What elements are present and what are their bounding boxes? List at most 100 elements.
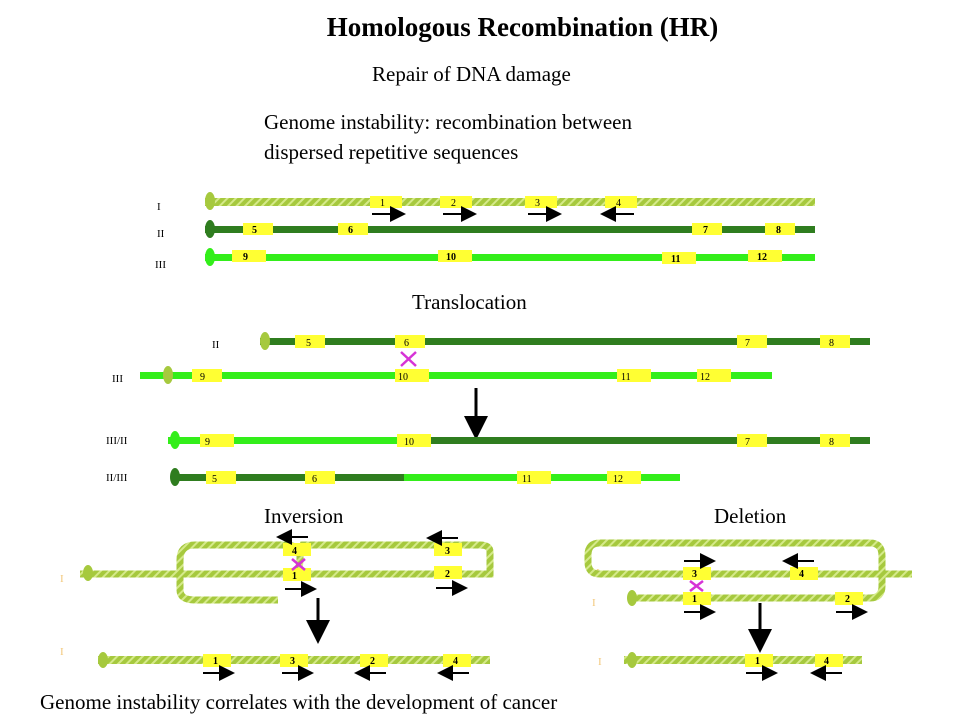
inv-seg-4 xyxy=(283,543,311,556)
segment-III-12-label: 12 xyxy=(757,252,767,263)
inv-result-seg-2-label: 2 xyxy=(370,656,375,667)
recomb-seg-11-label: 11 xyxy=(522,474,532,485)
diagram-title: Homologous Recombination (HR) xyxy=(326,12,719,42)
segment-I-1-label: 1 xyxy=(380,198,385,209)
segment-III-9-label: 9 xyxy=(243,252,248,263)
chr-label-II: II xyxy=(157,228,165,240)
segment-II-8 xyxy=(765,223,795,235)
segment-III-9 xyxy=(232,250,266,262)
recombinant-II-part xyxy=(172,474,404,481)
crossover-mark xyxy=(689,580,704,592)
trans-label-III: III xyxy=(112,373,123,385)
trans-seg-8-label: 8 xyxy=(829,338,834,349)
inv-result-seg-1 xyxy=(203,654,231,667)
inversion-loop-left xyxy=(80,541,304,604)
centromere-II xyxy=(205,220,215,238)
inv-seg-2 xyxy=(434,566,462,579)
recomb-seg-7-label: 7 xyxy=(745,437,750,448)
del-seg-3 xyxy=(683,567,711,580)
inversion-heading: Inversion xyxy=(264,504,344,528)
translocation-panel: II 5 6 7 8 III 9 10 11 12 III/II 9 10 7 xyxy=(106,332,870,486)
chr-label-I: I xyxy=(157,201,161,213)
deleted-chromosome xyxy=(624,656,862,664)
translocation-heading: Translocation xyxy=(412,290,527,314)
deletion-panel: I 3 4 1 2 I I 1 4 xyxy=(584,539,912,681)
inv-result-seg-3 xyxy=(280,654,308,667)
trans-seg-8 xyxy=(820,335,850,348)
segment-II-7-label: 7 xyxy=(703,225,708,236)
trans-seg-6-label: 6 xyxy=(404,338,409,349)
del-seg-2 xyxy=(835,592,863,605)
recomb-seg-12-label: 12 xyxy=(613,474,623,485)
inv-seg-1 xyxy=(283,568,311,581)
recomb-seg-10-label: 10 xyxy=(404,437,414,448)
trans-seg-10-label: 10 xyxy=(398,372,408,383)
inv-seg-3-label: 3 xyxy=(445,546,450,557)
recomb-seg-6 xyxy=(305,471,335,484)
centromere xyxy=(163,366,173,384)
del-seg-1 xyxy=(683,592,711,605)
deletion-heading: Deletion xyxy=(714,504,787,528)
inv-result-seg-4 xyxy=(443,654,471,667)
diagram-subtitle: Repair of DNA damage xyxy=(372,62,571,86)
segment-I-3 xyxy=(525,196,557,208)
crossover-mark xyxy=(400,351,417,367)
del-seg-3-label: 3 xyxy=(692,569,697,580)
segment-II-5-label: 5 xyxy=(252,225,257,236)
recombinant-II-part xyxy=(410,437,870,444)
chr-label-III: III xyxy=(155,259,166,271)
del-result-seg-1 xyxy=(745,654,773,667)
segment-II-7 xyxy=(692,223,722,235)
segment-I-4 xyxy=(605,196,637,208)
chromosome-II xyxy=(205,226,815,233)
segment-III-12 xyxy=(748,250,782,262)
centromere xyxy=(170,468,180,486)
trans-seg-10 xyxy=(395,369,429,382)
inv-seg-2-label: 2 xyxy=(445,569,450,580)
centromere xyxy=(260,332,270,350)
recomb-seg-12 xyxy=(607,471,641,484)
trans-seg-11 xyxy=(617,369,651,382)
inversion-loop-right xyxy=(285,541,494,578)
inv-result-seg-1-label: 1 xyxy=(213,656,218,667)
centromere xyxy=(98,652,108,668)
trans-seg-7-label: 7 xyxy=(745,338,750,349)
segment-II-6 xyxy=(338,223,368,235)
segment-I-2-label: 2 xyxy=(451,198,456,209)
centromere xyxy=(627,652,637,668)
trans-seg-12-label: 12 xyxy=(700,372,710,383)
intro-line-2: dispersed repetitive sequences xyxy=(264,140,519,164)
recombinant-III-part xyxy=(168,437,410,444)
recomb-seg-6-label: 6 xyxy=(312,474,317,485)
inv-result-seg-2 xyxy=(360,654,388,667)
trans-seg-6 xyxy=(395,335,425,348)
recomb-seg-7 xyxy=(737,434,767,447)
segment-II-8-label: 8 xyxy=(776,225,781,236)
recomb-seg-9-label: 9 xyxy=(205,437,210,448)
trans-seg-7 xyxy=(737,335,767,348)
segment-II-5 xyxy=(243,223,273,235)
recomb-seg-8-label: 8 xyxy=(829,437,834,448)
del-result-seg-4-label: 4 xyxy=(824,656,829,667)
trans-seg-12 xyxy=(697,369,731,382)
segment-II-6-label: 6 xyxy=(348,225,353,236)
del-result-seg-4 xyxy=(815,654,843,667)
segment-III-10-label: 10 xyxy=(446,252,456,263)
chromosome-I xyxy=(205,198,815,206)
trans-seg-11-label: 11 xyxy=(621,372,631,383)
centromere xyxy=(627,590,637,606)
del-seg-4 xyxy=(790,567,818,580)
trans-seg-5-label: 5 xyxy=(306,338,311,349)
del-seg-2-label: 2 xyxy=(845,594,850,605)
segment-I-2 xyxy=(440,196,472,208)
trans-label-III-II: III/II xyxy=(106,435,128,447)
deletion-loop xyxy=(584,539,886,602)
segment-III-11 xyxy=(662,252,696,264)
trans-seg-5 xyxy=(295,335,325,348)
centromere xyxy=(83,565,93,581)
trans-chromosome-II xyxy=(260,338,870,345)
trans-label-II: II xyxy=(212,339,220,351)
inv-seg-1-label: 1 xyxy=(292,571,297,582)
recomb-seg-8 xyxy=(820,434,850,447)
